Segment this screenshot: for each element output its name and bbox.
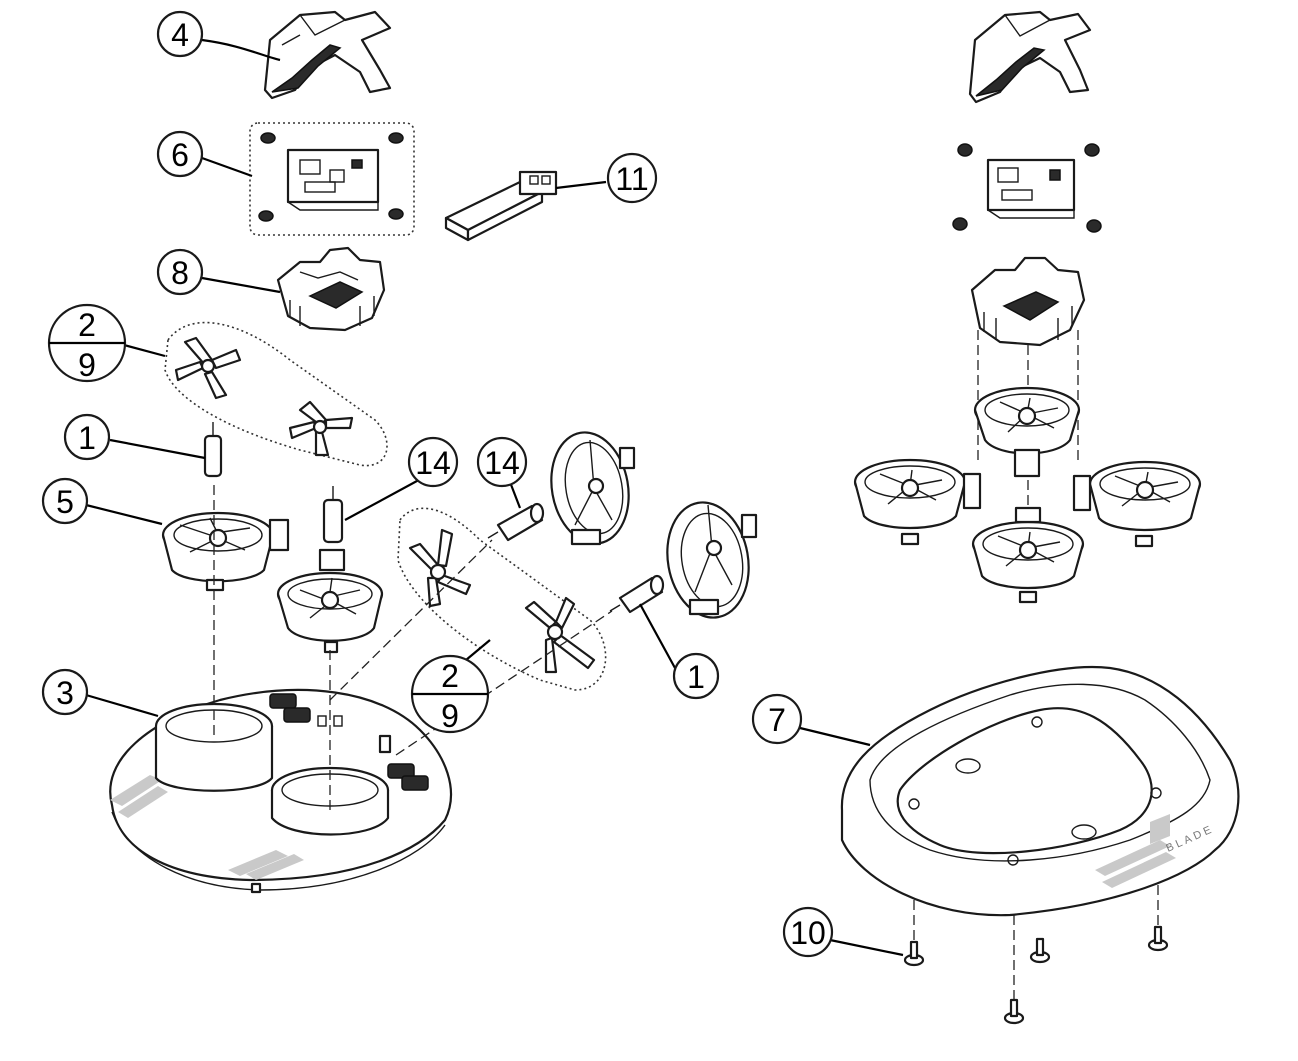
svg-text:4: 4 [171, 17, 189, 53]
svg-text:9: 9 [441, 698, 459, 734]
callout-2-9-lower: 2 9 [410, 654, 490, 734]
svg-text:14: 14 [415, 445, 451, 481]
svg-text:7: 7 [768, 702, 786, 738]
svg-text:11: 11 [615, 161, 648, 197]
damper-grommet [258, 132, 404, 222]
battery-part [444, 170, 558, 242]
callout-11: 11 [606, 152, 658, 204]
callout-7: 7 [751, 693, 803, 745]
svg-text:6: 6 [171, 137, 189, 173]
propeller-group-outline [164, 321, 388, 467]
propeller-part [174, 336, 242, 400]
motor-part [203, 422, 223, 478]
svg-text:5: 5 [56, 484, 74, 520]
motor-part [609, 574, 665, 614]
callout-1-upper: 1 [63, 413, 111, 461]
canopy-part [263, 10, 392, 100]
main-frame-part [276, 246, 386, 332]
callout-3: 3 [41, 668, 89, 716]
callout-6: 6 [156, 130, 204, 178]
duct-part [550, 431, 636, 546]
callout-4: 4 [156, 10, 204, 58]
duct-part [666, 501, 758, 619]
svg-text:10: 10 [790, 915, 826, 951]
motor-part [322, 486, 344, 544]
svg-text:9: 9 [78, 347, 96, 383]
screw-part [903, 925, 1169, 1025]
motor-part [487, 502, 545, 542]
svg-text:2: 2 [78, 307, 96, 343]
alignment-lines [213, 485, 613, 810]
control-board-part [952, 143, 1102, 233]
callout-8: 8 [156, 248, 204, 296]
control-board-part [249, 122, 415, 236]
callout-14-right: 14 [476, 436, 528, 488]
svg-text:3: 3 [56, 675, 74, 711]
svg-text:1: 1 [687, 659, 705, 695]
svg-text:1: 1 [78, 420, 96, 456]
propeller-group-outline [397, 507, 607, 691]
landing-base-part: BLADE [840, 666, 1240, 917]
canopy-part [968, 10, 1092, 104]
callout-5: 5 [41, 477, 89, 525]
hover-base-part [109, 688, 453, 894]
svg-text:8: 8 [171, 255, 189, 291]
leader-lines [85, 38, 676, 718]
svg-text:14: 14 [484, 445, 520, 481]
main-frame-part [970, 256, 1086, 347]
callout-10: 10 [782, 906, 834, 958]
duct-part [276, 548, 384, 654]
callout-14-left: 14 [407, 436, 459, 488]
quad-duct-assembly [853, 386, 1202, 604]
propeller-part [288, 400, 354, 457]
callout-2-9-upper: 2 9 [47, 303, 127, 383]
damper-grommet [952, 143, 1102, 233]
leader-lines [799, 726, 904, 957]
propeller-part [408, 528, 472, 608]
callout-1-lower: 1 [672, 652, 720, 700]
duct-part [161, 511, 290, 592]
svg-text:2: 2 [441, 658, 459, 694]
